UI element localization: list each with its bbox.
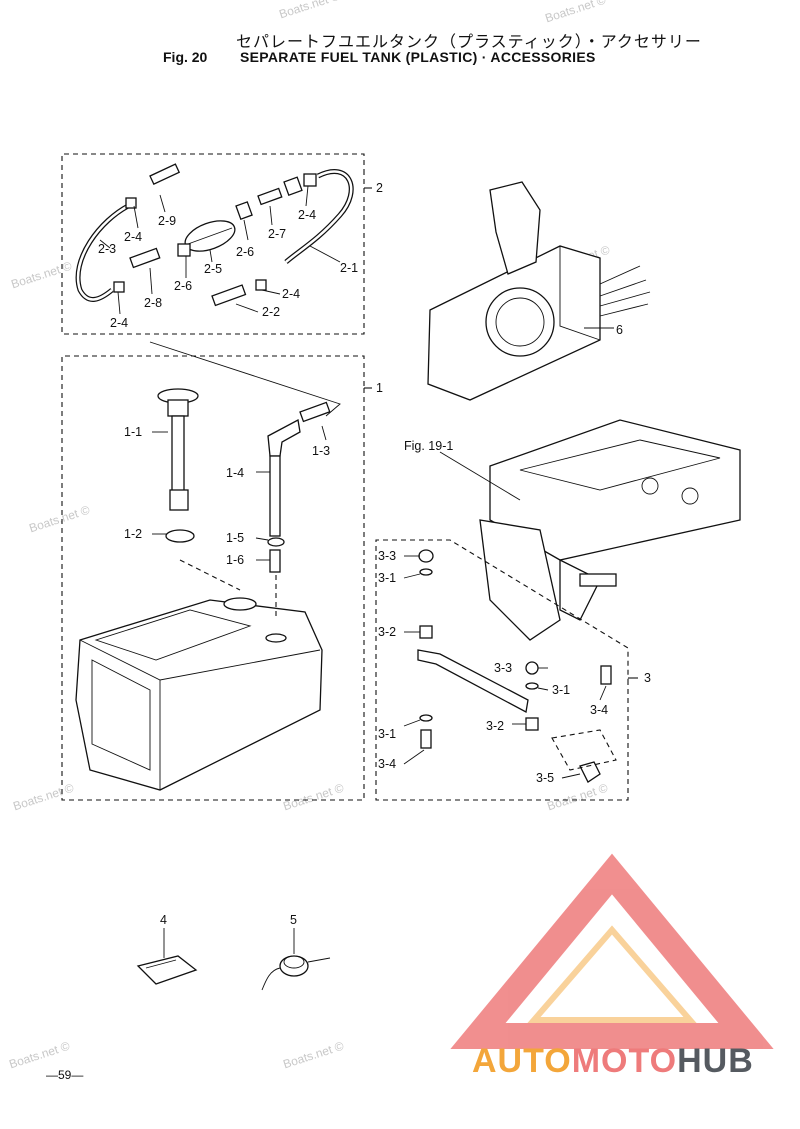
- callout-1-2: 1-2: [124, 527, 142, 541]
- page-number: —59—: [46, 1068, 84, 1082]
- callout-3-4: 3-4: [590, 703, 608, 717]
- callout-3-1: 3-1: [378, 571, 396, 585]
- callout-2-8: 2-8: [144, 296, 162, 310]
- callout-6: 6: [616, 323, 623, 337]
- callout-4: 4: [160, 913, 167, 927]
- accessory-4: [136, 928, 198, 985]
- callout-1-6: 1-6: [226, 553, 244, 567]
- callout-2-4: 2-4: [298, 208, 316, 222]
- callout-3-5: 3-5: [536, 771, 554, 785]
- callout-2-4: 2-4: [282, 287, 300, 301]
- engine-bracket: [479, 419, 741, 641]
- callout-3-1: 3-1: [378, 727, 396, 741]
- callout-5: 5: [290, 913, 297, 927]
- suction-pipe: [267, 401, 331, 573]
- wordmark-auto: AUTO: [472, 1042, 572, 1080]
- callout-3-4: 3-4: [378, 757, 396, 771]
- title-english: SEPARATE FUEL TANK (PLASTIC) · ACCESSORI…: [240, 49, 596, 65]
- callout-2-4: 2-4: [124, 230, 142, 244]
- callout-2-4: 2-4: [110, 316, 128, 330]
- group-2-frame: [61, 153, 365, 335]
- callout-2-3: 2-3: [98, 242, 116, 256]
- hose-fittings: [113, 163, 317, 307]
- automotohub-logo: [450, 853, 774, 1049]
- accessory-5: [261, 928, 331, 991]
- remote-control-box: [427, 181, 651, 401]
- callout-2-6: 2-6: [174, 279, 192, 293]
- group-3-frame: [375, 539, 629, 801]
- callout-1-3: 1-3: [312, 444, 330, 458]
- callout-3-3: 3-3: [378, 549, 396, 563]
- callout-2-6: 2-6: [236, 245, 254, 259]
- primer-bulb: [184, 220, 236, 252]
- callout-1: 1: [376, 381, 383, 395]
- throttle-linkage: [417, 549, 617, 783]
- callout-3: 3: [644, 671, 651, 685]
- callout-fig-19-1: Fig. 19-1: [404, 439, 453, 453]
- wordmark-moto: MOTO: [571, 1042, 678, 1080]
- callout-3-2: 3-2: [378, 625, 396, 639]
- automotohub-wordmark: AUTOMOTOHUB: [472, 1042, 754, 1081]
- callout-2-9: 2-9: [158, 214, 176, 228]
- figure-number: Fig. 20: [163, 49, 208, 65]
- callout-3-3: 3-3: [494, 661, 512, 675]
- callout-2-7: 2-7: [268, 227, 286, 241]
- fuel-hose: [75, 169, 354, 302]
- callout-3-1: 3-1: [552, 683, 570, 697]
- title-japanese: セパレートフユエルタンク（プラスティック）・アクセサリー: [236, 32, 702, 51]
- gauge-seal: [165, 529, 195, 543]
- callout-3-2: 3-2: [486, 719, 504, 733]
- fuel-gauge: [157, 388, 199, 511]
- callout-1-1: 1-1: [124, 425, 142, 439]
- wordmark-hub: HUB: [677, 1042, 754, 1080]
- callout-1-4: 1-4: [226, 466, 244, 480]
- group-1-frame: [61, 355, 365, 801]
- callout-2-2: 2-2: [262, 305, 280, 319]
- callout-2: 2: [376, 181, 383, 195]
- fuel-tank: [75, 559, 323, 791]
- callout-2-5: 2-5: [204, 262, 222, 276]
- callout-1-5: 1-5: [226, 531, 244, 545]
- callout-2-1: 2-1: [340, 261, 358, 275]
